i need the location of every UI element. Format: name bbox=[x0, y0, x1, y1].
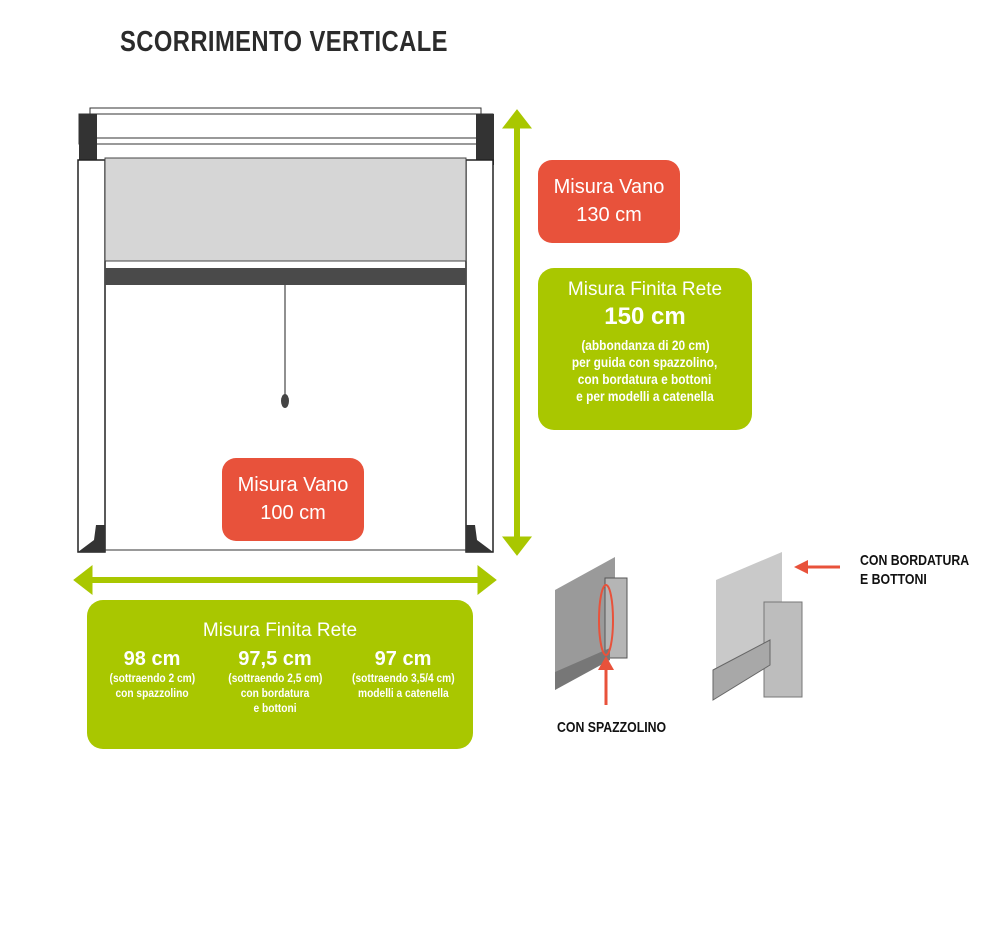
page-title: SCORRIMENTO VERTICALE bbox=[120, 26, 448, 58]
rete-width-label: Misura Finita Rete bbox=[202, 620, 358, 641]
width-arrow bbox=[73, 564, 497, 596]
rete-height-box: Misura Finita Rete 150 cm (abbondanza di… bbox=[538, 268, 752, 430]
width-option-value: 98 cm bbox=[123, 648, 181, 670]
border-profile-label: CON BORDATURA bbox=[860, 552, 970, 569]
vano-width-label: Misura Vano bbox=[237, 474, 349, 496]
rete-height-line: per guida con spazzolino, bbox=[572, 354, 718, 370]
width-option-desc: con bordatura e bottoni bbox=[240, 686, 310, 715]
brush-profile-image bbox=[555, 557, 628, 705]
width-option-desc: modelli a catenella bbox=[357, 686, 449, 700]
width-option-note: (sottraendo 3,5/4 cm) bbox=[351, 671, 455, 685]
vano-width-badge: Misura Vano 100 cm bbox=[222, 458, 364, 541]
rete-width-box: Misura Finita Rete 98 cm (sottraendo 2 c… bbox=[87, 600, 473, 749]
width-option-value: 97,5 cm bbox=[238, 648, 312, 670]
border-profile-label: E BOTTONI bbox=[860, 571, 927, 588]
width-option-value: 97 cm bbox=[374, 648, 432, 670]
border-profile-image bbox=[712, 552, 840, 701]
vano-height-value: 130 cm bbox=[576, 204, 642, 226]
brush-profile-label: CON SPAZZOLINO bbox=[557, 719, 667, 736]
vano-height-label: Misura Vano bbox=[553, 176, 665, 198]
rete-height-value: 150 cm bbox=[604, 303, 686, 330]
width-option: 97,5 cm (sottraendo 2,5 cm)con bordatura… bbox=[214, 648, 336, 716]
vano-width-value: 100 cm bbox=[260, 502, 326, 524]
width-option: 97 cm (sottraendo 3,5/4 cm)modelli a cat… bbox=[337, 648, 469, 716]
width-option-note: (sottraendo 2 cm) bbox=[109, 671, 195, 685]
window-frame bbox=[77, 107, 494, 553]
vano-height-badge: Misura Vano 130 cm bbox=[538, 160, 680, 243]
height-arrow bbox=[501, 109, 533, 556]
width-option: 98 cm (sottraendo 2 cm)con spazzolino bbox=[91, 648, 213, 716]
rete-height-label: Misura Finita Rete bbox=[567, 279, 723, 300]
rete-height-note: (abbondanza di 20 cm) bbox=[580, 337, 710, 353]
rete-height-line: con bordatura e bottoni bbox=[578, 371, 712, 387]
width-option-desc: con spazzolino bbox=[115, 686, 189, 700]
rete-height-line: e per modelli a catenella bbox=[576, 388, 714, 404]
width-option-note: (sottraendo 2,5 cm) bbox=[227, 671, 323, 685]
